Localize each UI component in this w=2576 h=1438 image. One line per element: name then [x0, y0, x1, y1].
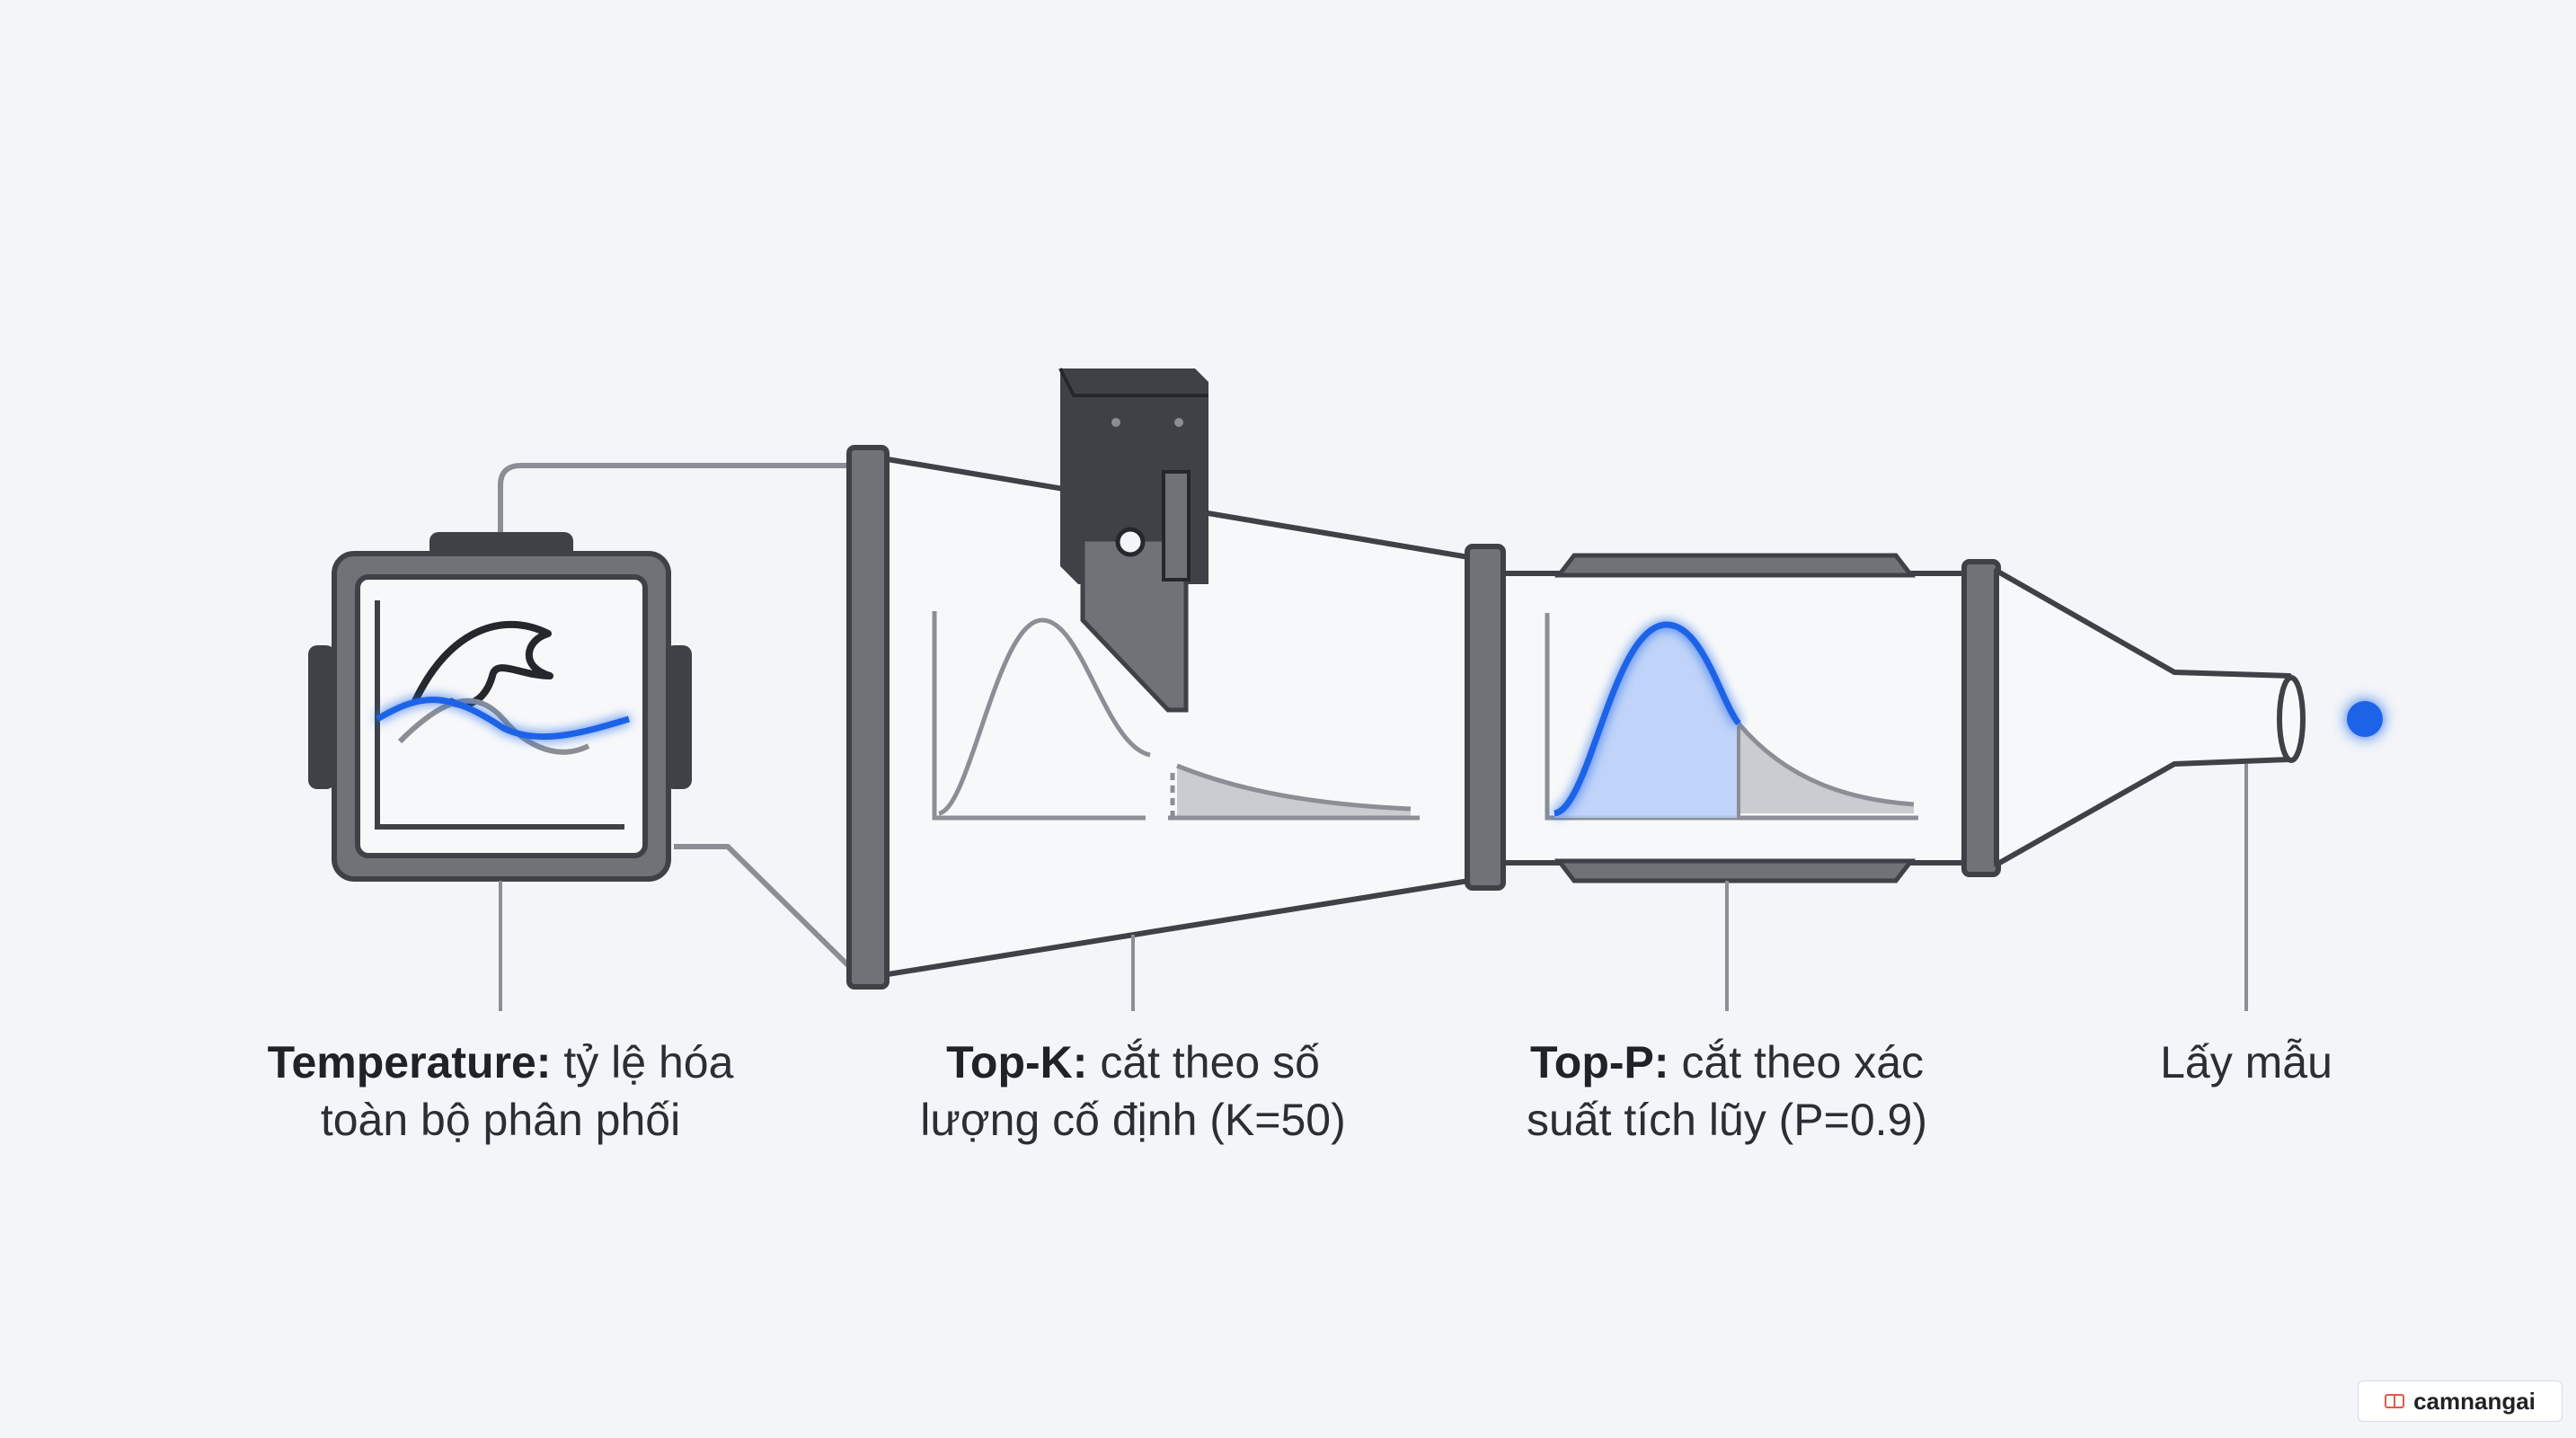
label-topk: Top-K: cắt theo số lượng cố định (K=50): [819, 1034, 1447, 1149]
temperature-line1: tỷ lệ hóa: [563, 1037, 734, 1087]
sampling-label: Lấy mẫu: [2160, 1037, 2333, 1087]
connector-wire-bottom: [674, 844, 865, 982]
temperature-line2: toàn bộ phân phối: [320, 1095, 681, 1145]
label-sampling: Lấy mẫu: [2067, 1034, 2426, 1091]
label-temperature: Temperature: tỷ lệ hóa toàn bộ phân phối: [186, 1034, 815, 1149]
book-icon: [2385, 1394, 2405, 1408]
wave-icon: [376, 620, 631, 755]
temperature-title: Temperature:: [267, 1037, 552, 1087]
blade-icon: [1058, 368, 1208, 713]
topk-line2: lượng cố định (K=50): [920, 1095, 1346, 1145]
label-topp: Top-P: cắt theo xác suất tích lũy (P=0.9…: [1412, 1034, 2041, 1149]
topp-title: Top-P:: [1529, 1037, 1669, 1087]
watermark-text: camnangai: [2413, 1387, 2536, 1415]
topp-line2: suất tích lũy (P=0.9): [1526, 1095, 1928, 1145]
leader-lines: [499, 764, 2248, 1011]
connector-wire-top: [498, 463, 863, 532]
watermark-badge: camnangai: [2358, 1380, 2563, 1422]
topp-line1: cắt theo xác: [1681, 1037, 1925, 1087]
temperature-module: [308, 532, 692, 882]
topk-title: Top-K:: [946, 1037, 1088, 1087]
topk-line1: cắt theo số: [1100, 1037, 1320, 1087]
sample-dot-icon: [2347, 701, 2383, 737]
